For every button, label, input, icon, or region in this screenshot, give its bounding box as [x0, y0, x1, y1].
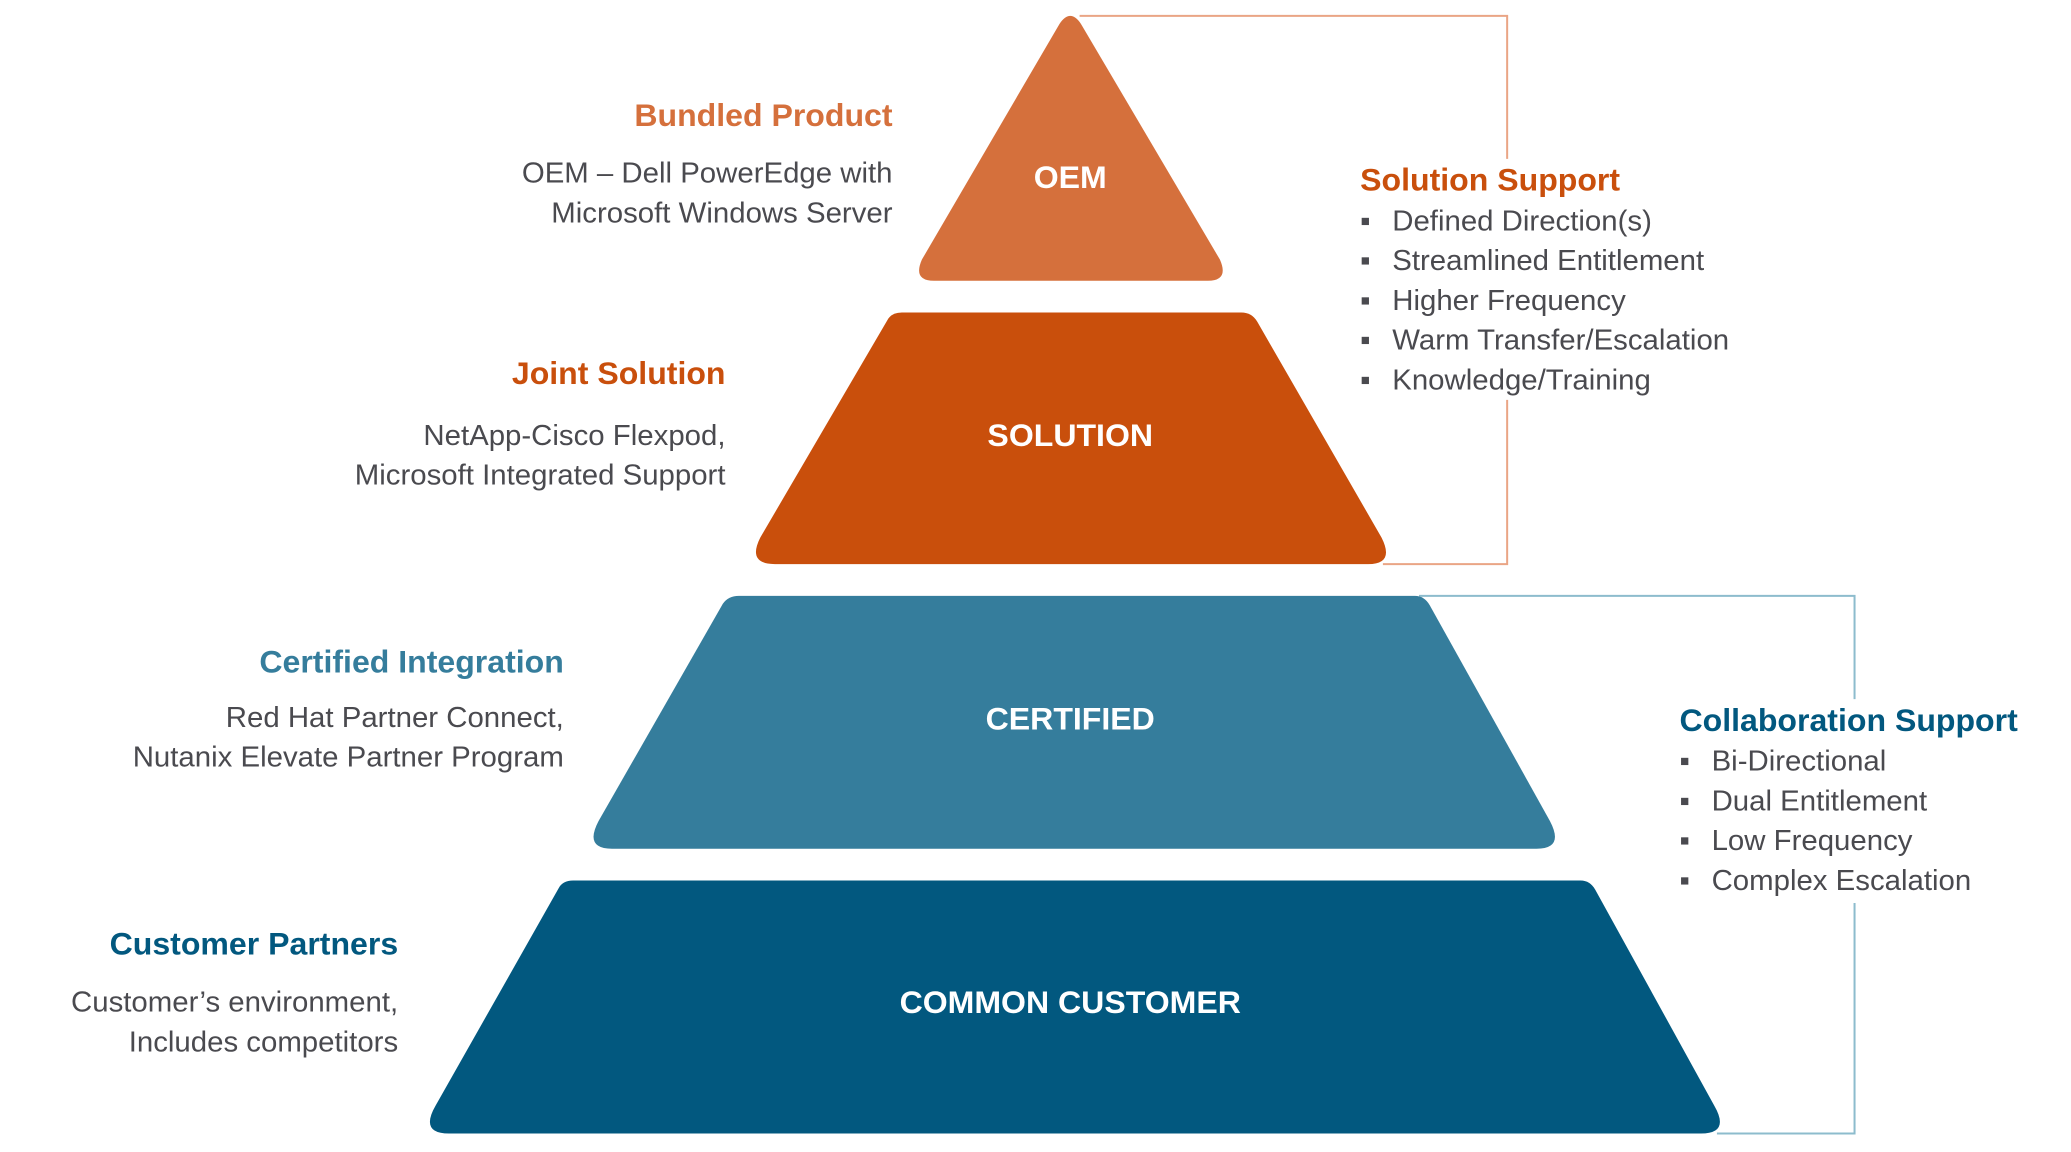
list-item: Dual Entitlement: [1712, 785, 1928, 817]
solution-support-list: ▪ Defined Direction(s) ▪ Streamlined Ent…: [1360, 206, 1729, 397]
joint-solution-title: Joint Solution: [512, 355, 726, 391]
collaboration-support-bracket: [1418, 594, 1856, 700]
bullet-icon: ▪: [1360, 245, 1370, 277]
customer-partners-title: Customer Partners: [110, 926, 399, 962]
collaboration-support-title: Collaboration Support: [1680, 702, 2019, 738]
certified-integration-title: Certified Integration: [259, 644, 563, 680]
tier-certified-shape: [593, 595, 1555, 849]
bundled-product-line: Microsoft Windows Server: [551, 198, 892, 230]
collaboration-support-list: ▪ Bi-Directional ▪ Dual Entitlement ▪ Lo…: [1680, 746, 1972, 897]
bundled-product-line: OEM – Dell PowerEdge with: [522, 158, 893, 190]
list-item: Defined Direction(s): [1392, 206, 1652, 238]
tier-oem-shape: [919, 15, 1223, 281]
solution-support-title: Solution Support: [1360, 162, 1620, 198]
joint-solution-line: Microsoft Integrated Support: [355, 460, 726, 492]
bullet-icon: ▪: [1680, 785, 1690, 817]
list-item: Higher Frequency: [1392, 285, 1626, 317]
bullet-icon: ▪: [1360, 206, 1370, 238]
certified-integration-line: Nutanix Elevate Partner Program: [133, 742, 564, 774]
bullet-icon: ▪: [1360, 364, 1370, 396]
solution-support-bracket: [1079, 14, 1509, 159]
tier-certified-label: CERTIFIED: [986, 701, 1155, 737]
list-item: Warm Transfer/Escalation: [1392, 325, 1729, 357]
list-item: Knowledge/Training: [1392, 364, 1651, 396]
list-item: Complex Escalation: [1712, 865, 1972, 897]
list-item: Streamlined Entitlement: [1392, 245, 1704, 277]
bundled-product-title: Bundled Product: [634, 97, 893, 133]
tier-solution-shape: [755, 312, 1387, 565]
customer-partners-line: Includes competitors: [129, 1026, 398, 1058]
list-item: Bi-Directional: [1712, 746, 1887, 778]
customer-partners-line: Customer’s environment,: [71, 987, 398, 1019]
certified-integration-line: Red Hat Partner Connect,: [226, 702, 564, 734]
bullet-icon: ▪: [1680, 865, 1690, 897]
bullet-icon: ▪: [1680, 825, 1690, 857]
solution-support-bracket-lower: [1382, 399, 1509, 566]
tier-common-customer-label: COMMON CUSTOMER: [900, 984, 1241, 1020]
tier-common-customer-shape: [429, 880, 1720, 1134]
list-item: Low Frequency: [1712, 825, 1913, 857]
joint-solution-line: NetApp-Cisco Flexpod,: [423, 420, 725, 452]
bullet-icon: ▪: [1360, 285, 1370, 317]
collaboration-support-bracket-lower: [1716, 903, 1856, 1135]
bullet-icon: ▪: [1360, 325, 1370, 357]
tier-solution-label: SOLUTION: [987, 417, 1153, 453]
tier-oem-label: OEM: [1034, 159, 1107, 195]
bullet-icon: ▪: [1680, 746, 1690, 778]
